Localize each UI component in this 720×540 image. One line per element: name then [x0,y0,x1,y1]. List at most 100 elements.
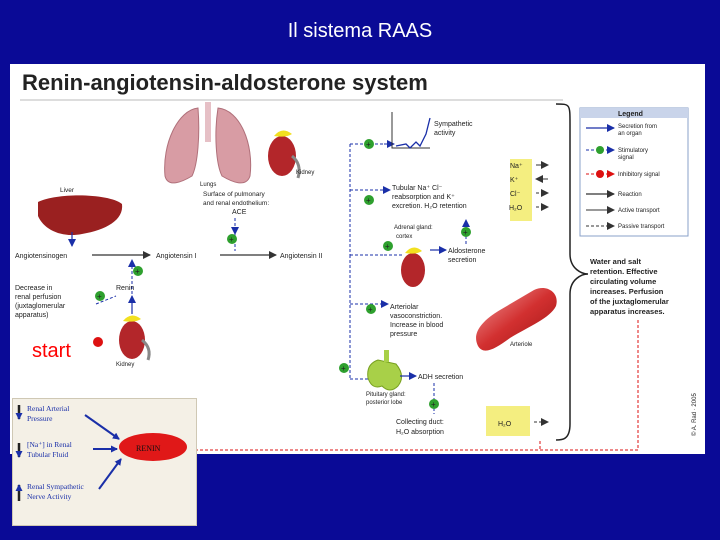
plus-1: + [366,140,371,149]
arteriolar-label-line4: pressure [390,331,417,338]
adrenal-label-line2: cortex [396,234,412,240]
inset-line3b: Nerve Activity [27,492,72,501]
angiotensin1-label: Angiotensin I [156,253,197,260]
legend-item-5-line1: Active transport [618,208,660,214]
stimulatory-markers: + + + + + + + + + + [95,139,471,409]
aldo-label-line1: Aldosterone [448,248,485,255]
inset-arrow-pressure [84,414,120,440]
copyright-note: © A. Rad · 2005 [691,393,698,436]
result-line4: increases. Perfusion [590,287,664,296]
legend: Legend Secretion from an organ Stimulato… [579,107,689,237]
liver-label: Liver [60,187,75,194]
plus-7: + [431,400,436,409]
plus-4: + [463,228,468,237]
ion-h2o: H₂O [509,205,523,212]
renin-inset-panel: Renal Arterial Pressure [Na⁺] in Renal T… [12,398,197,526]
decrease-label-line2: renal perfusion [15,294,61,301]
ion-na: Na⁺ [510,163,523,170]
arteriole-label: Arteriole [510,342,533,348]
result-line3: circulating volume [590,277,656,286]
pituitary-label-line2: posterior lobe [366,400,403,406]
ace-label-line1: Surface of pulmonary [203,191,266,198]
inset-renin-label: RENIN [136,444,161,453]
legend-item-6-line1: Passive transport [618,224,665,230]
plus-3: + [385,242,390,251]
adh-label: ADH secretion [418,374,463,381]
inset-line2a: [Na⁺] in Renal [27,440,72,449]
result-line1: Water and salt [590,257,641,266]
kidney-top-icon [268,130,301,179]
angiotensin2-label: Angiotensin II [280,253,322,260]
plus-9: + [135,267,140,276]
lungs-icon [164,102,252,184]
decrease-label-line3: (juxtaglomerular [15,303,66,310]
inset-line1b: Pressure [27,414,53,423]
result-text: Water and salt retention. Effective circ… [590,257,669,316]
ion-box [510,159,532,221]
plus-6: + [341,364,346,373]
tubular-label-line1: Tubular Na⁺ Cl⁻ [392,185,443,192]
pituitary-gland-icon [367,350,402,391]
result-line5: of the juxtaglomerular [590,297,669,306]
plus-2: + [366,196,371,205]
angiotensin2-effect-lines [349,143,384,380]
arteriolar-label-line1: Arteriolar [390,304,419,311]
liver-icon [38,195,123,236]
renin-inset-diagram: Renal Arterial Pressure [Na⁺] in Renal T… [15,404,187,501]
ace-label: ACE [232,209,247,216]
legend-item-3-line1: Inhibitory signal [618,172,660,178]
inset-line2b: Tubular Fluid [27,450,68,459]
raas-diagram: Renin-angiotensin-aldosterone system Lun… [15,70,698,451]
raas-diagram-panel: Renin-angiotensin-aldosterone system Lun… [10,64,705,454]
diagram-title: Renin-angiotensin-aldosterone system [22,70,428,95]
plus-8: + [229,235,234,244]
collect-label-line1: Collecting duct: [396,419,444,426]
collecting-duct-box [486,406,530,436]
start-label: start [32,340,71,362]
collect-label-line2: H₂O absorption [396,429,444,436]
tubular-label-line3: excretion. H₂O retention [392,203,467,210]
legend-item-1-line1: Secretion from [618,124,657,130]
ion-transport-arrows [535,161,549,211]
lungs-label: Lungs [200,182,216,188]
decrease-label-line4: apparatus) [15,312,48,319]
inhibitory-feedback-path [196,320,639,451]
legend-title: Legend [618,111,643,118]
slide-title: Il sistema RAAS [287,20,433,42]
arteriolar-label-line3: Increase in blood [390,322,443,329]
ace-label-line2: and renal endothelium: [203,200,269,207]
legend-item-2-line2: signal [618,155,634,161]
result-line2: retention. Effective [590,267,658,276]
plus-5: + [368,305,373,314]
ion-k: K⁺ [510,177,519,184]
renin-ellipse [119,433,187,461]
pituitary-label-line1: Pituitary gland: [366,392,406,398]
kidney-bottom-label: Kidney [116,362,134,368]
symp-label-line2: activity [434,130,456,137]
arteriolar-label-line2: vasoconstriction. [390,313,442,320]
collect-h2o: H₂O [498,421,512,428]
arteriole-icon [476,287,557,351]
inset-line1a: Renal Arterial [27,404,69,413]
kidney-top-label: Kidney [296,170,314,176]
plus-10: + [97,292,102,301]
inset-line3a: Renal Sympathetic [27,482,85,491]
adrenal-kidney-icon [401,247,425,287]
legend-item-2-line1: Stimulatory [618,148,648,154]
kidney-bottom-icon [119,315,151,361]
result-line6: apparatus increases. [590,307,665,316]
renin-label: Renin [116,285,134,292]
inset-arrow-sympathetic [98,458,122,490]
ion-cl: Cl⁻ [510,191,521,198]
adrenal-label-line1: Adrenal gland: [394,225,433,231]
angiotensinogen-label: Angiotensinogen [15,253,67,260]
legend-item-1-line2: an organ [618,131,642,137]
decrease-label-line1: Decrease in [15,285,52,292]
result-bracket [555,103,589,441]
tubular-label-line2: reabsorption and K⁺ [392,194,455,201]
inhibitory-signal-icon [93,337,103,347]
legend-item-4-line1: Reaction [618,192,642,198]
aldo-label-line2: secretion [448,257,477,264]
symp-label-line1: Sympathetic [434,121,473,128]
decrease-arrow [95,295,117,305]
